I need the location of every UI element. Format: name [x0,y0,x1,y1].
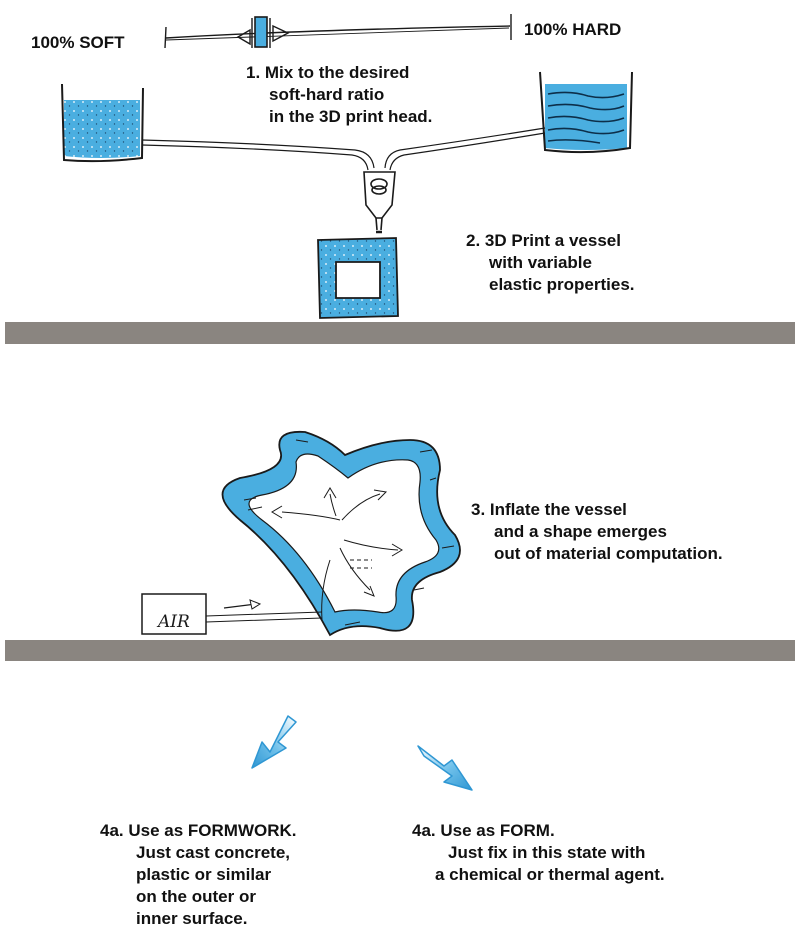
air-label: AIR [156,612,190,632]
print-head [363,171,396,234]
step1-line-1: 1. Mix to the desired [246,63,410,82]
printed-vessel [317,237,399,319]
inflated-vessel [221,430,461,637]
step4a-form-caption: 4a. Use as FORM. Just fix in this state … [412,820,665,886]
formwork-arrow-icon [251,715,297,769]
supply-tubes [141,127,546,171]
form-line-1: 4a. Use as FORM. [412,821,555,840]
formwork-line-4: on the outer or [136,887,256,906]
slider-left-arrow-icon [236,28,251,46]
pressure-arrows [271,487,403,621]
hard-material-tank [539,71,633,154]
formwork-line-5: inner surface. [136,909,248,928]
step3-line-1: 3. Inflate the vessel [471,500,627,519]
step2-line-3: elastic properties. [489,275,635,294]
step3-line-3: out of material computation. [494,544,723,563]
form-line-2: Just fix in this state with [448,843,646,862]
slider-right-arrow-icon [272,24,290,43]
step4a-formwork-caption: 4a. Use as FORMWORK. Just cast concrete,… [100,820,297,930]
step1-caption: 1. Mix to the desired soft-hard ratio in… [246,62,432,128]
slider-handle [254,16,268,48]
step2-line-1: 2. 3D Print a vessel [466,231,621,250]
soft-hard-scale [164,14,512,49]
step3-line-2: and a shape emerges [494,522,667,541]
ground-bar-middle [5,640,795,661]
step1-line-3: in the 3D print head. [269,107,433,126]
formwork-line-1: 4a. Use as FORMWORK. [100,821,297,840]
ground-bar-top [5,322,795,344]
form-line-3: a chemical or thermal agent. [435,865,665,884]
step2-caption: 2. 3D Print a vessel with variable elast… [466,230,635,296]
step3-caption: 3. Inflate the vessel and a shape emerge… [471,499,723,565]
step2-line-2: with variable [489,253,592,272]
scale-soft-label: 100% SOFT [31,33,125,52]
formwork-line-3: plastic or similar [136,865,272,884]
formwork-line-2: Just cast concrete, [136,843,291,862]
scale-hard-label: 100% HARD [524,20,622,39]
form-arrow-icon [417,745,473,791]
air-pump: AIR [141,593,323,635]
soft-material-tank [61,83,144,163]
step1-line-2: soft-hard ratio [269,85,385,104]
